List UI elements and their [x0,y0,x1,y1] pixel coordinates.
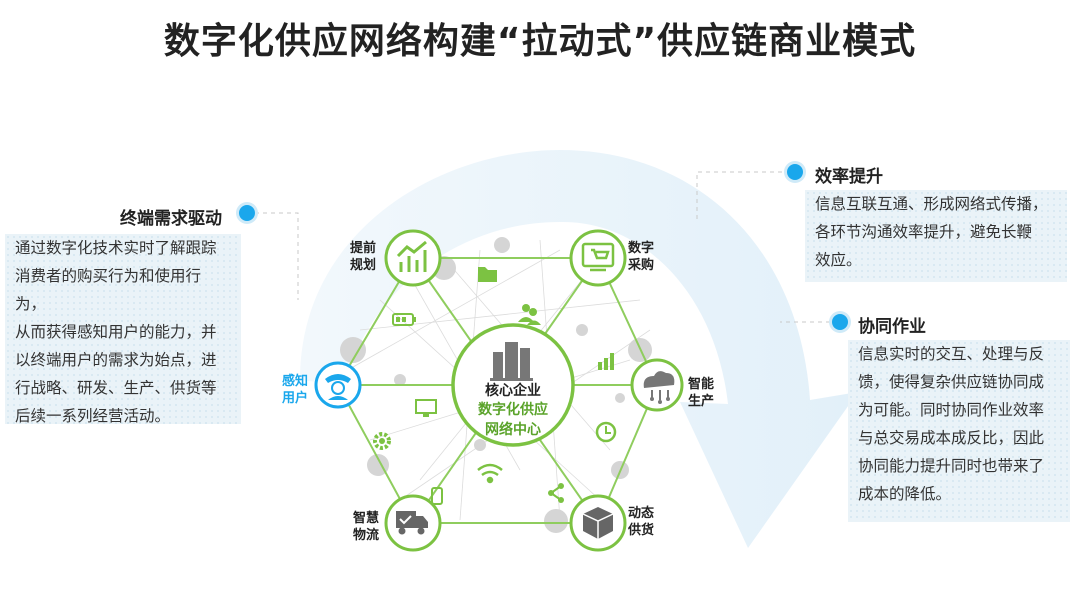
right-bottom-line-2: 馈，使得复杂供应链协同成 [858,373,1045,391]
gear-icon [373,432,391,450]
left-line-1: 通过数字化技术实时了解跟踪 [15,239,217,257]
right-top-panel: 信息互联互通、形成网络式传播， 各环节沟通效率提升，避免长鞭 效应。 [805,190,1067,282]
node-produce-label: 智能 生产 [688,376,714,410]
battery-icon [392,313,414,326]
node-plan-line2: 规划 [350,258,377,273]
wifi-icon [477,463,503,484]
node-produce-line1: 智能 [688,377,715,392]
center-text: 核心企业 数字化供应 网络中心 [453,330,573,440]
center-line1: 核心企业 [485,383,541,399]
page-title: 数字化供应网络构建“拉动式”供应链商业模式 [163,21,917,62]
node-plan-line1: 提前 [350,241,377,256]
left-panel-dot [239,205,255,221]
right-top-line-2: 各环节沟通效率提升，避免长鞭 [815,223,1033,241]
left-line-2: 消费者的购买行为和使用行为， [15,267,202,313]
node-produce-line2: 生产 [688,394,715,409]
left-line-4: 以终端用户的需求为始点，进 [15,351,217,369]
share-icon [548,483,564,503]
mobile-icon [431,487,443,505]
left-line-6: 后续一系列经营活动。 [15,407,171,425]
center-line2: 数字化供应 [478,402,548,418]
signal-bars-icon [598,353,614,370]
cart-screen-icon [581,242,615,272]
node-produce-circle [630,358,684,412]
node-logistics-circle [384,494,442,552]
monitor-icon [415,399,437,417]
node-purchase-circle [569,229,627,287]
right-bottom-heading: 协同作业 [858,317,926,337]
folder-icon [478,267,497,282]
clock-icon [595,421,617,443]
right-top-heading: 效率提升 [815,167,883,187]
people-icon [518,304,541,325]
right-bottom-line-1: 信息实时的交互、处理与反 [858,345,1045,363]
right-bottom-line-3: 为可能。同时协同作业效率 [858,401,1045,419]
right-top-line-3: 效应。 [815,251,862,269]
left-panel: 通过数字化技术实时了解跟踪 消费者的购买行为和使用行为， 从而获得感知用户的能力… [5,234,241,425]
phone-user-icon [325,374,351,400]
building-icon [490,342,533,381]
node-purchase-label: 数字 采购 [628,240,654,274]
node-plan-circle [384,229,442,287]
node-user-line2: 用户 [282,391,309,406]
right-bottom-line-5: 协同能力提升同时也带来了 [858,457,1045,475]
right-bottom-dot [832,314,848,330]
right-top-dot [787,164,803,180]
connector-left [255,212,299,300]
package-box-icon [582,507,614,539]
node-supply-circle [569,494,627,552]
left-line-5: 行战略、研发、生产、供货等 [15,379,217,397]
edge-icons [373,267,617,505]
right-bottom-panel: 信息实时的交互、处理与反 馈，使得复杂供应链协同成 为可能。同时协同作业效率 与… [848,340,1070,522]
delivery-truck-icon [396,511,428,535]
right-bottom-line-4: 与总交易成本成反比，因此 [858,429,1045,447]
cloud-network-icon [643,371,675,404]
node-plan-label: 提前 规划 [350,240,376,274]
node-logistics-label: 智慧 物流 [353,510,379,544]
node-purchase-line2: 采购 [628,258,655,273]
node-supply-label: 动态 供货 [628,505,654,539]
cycle-arrow [300,150,858,548]
center-line3: 网络中心 [485,422,541,438]
node-logistics-line2: 物流 [353,528,380,543]
node-supply-line2: 供货 [628,523,655,538]
left-line-3: 从而获得感知用户的能力，并 [15,323,217,341]
chart-growth-icon [396,240,427,272]
node-user-label: 感知 用户 [282,373,308,407]
node-purchase-line1: 数字 [628,241,655,256]
node-logistics-line1: 智慧 [353,511,380,526]
right-bottom-line-6: 成本的降低。 [858,485,952,503]
node-user-circle [314,361,362,409]
center-node [451,323,575,447]
node-user-line1: 感知 [282,374,309,389]
right-top-line-1: 信息互联互通、形成网络式传播， [815,195,1048,213]
left-panel-heading: 终端需求驱动 [120,209,222,229]
node-supply-line1: 动态 [628,506,655,521]
